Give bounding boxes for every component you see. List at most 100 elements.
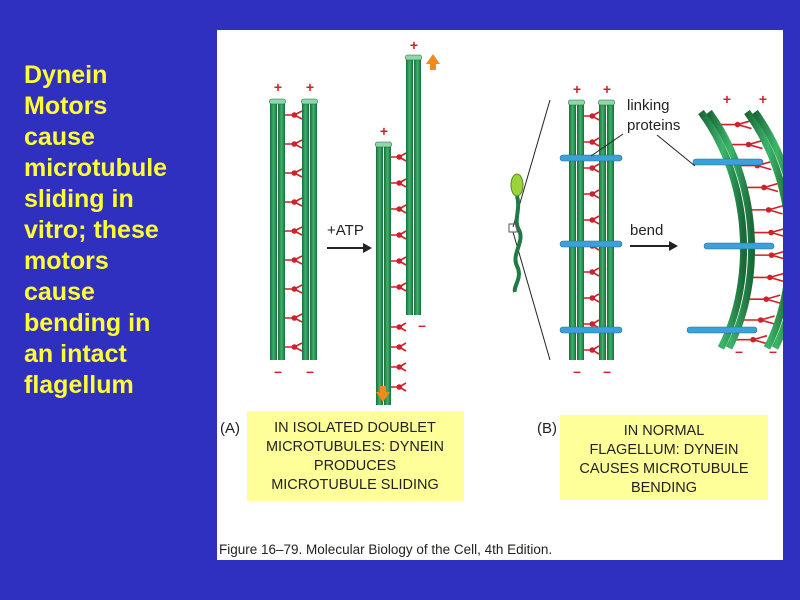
bend-label: bend (630, 222, 663, 239)
dynein-head (768, 229, 774, 236)
minus-sign: – (306, 363, 314, 379)
dynein-figure: ++––++––++––++–– +ATP bend linking prote… (219, 37, 783, 557)
bend-arrow-icon (630, 241, 678, 251)
panel-a-caption-box (247, 411, 464, 501)
dynein-head (589, 295, 596, 301)
dynein-head (589, 217, 596, 223)
slid-doublet-high-cap (405, 54, 422, 61)
flagellum-doublet-1-cap (568, 99, 585, 106)
plus-sign: + (759, 91, 767, 107)
minus-sign: – (735, 343, 743, 359)
flagellum-doublet-1-b (577, 103, 584, 360)
dynein-head (396, 258, 403, 264)
minus-sign: – (274, 363, 282, 379)
plus-sign: + (573, 81, 581, 97)
dynein-head (396, 232, 403, 238)
plus-sign: + (410, 37, 418, 53)
dynein-head (396, 384, 403, 390)
slid-doublet-low-b (384, 145, 391, 405)
panel-b-caption-line2: FLAGELLUM: DYNEIN (589, 442, 738, 458)
dynein-head (396, 364, 403, 370)
dynein-head (291, 199, 298, 205)
dynein-head (291, 170, 298, 176)
slide-text-line: vitro; these (24, 216, 159, 244)
plus-sign: + (603, 81, 611, 97)
panel-b-caption-line4: BENDING (631, 480, 697, 496)
linking-pointer-left (590, 133, 624, 157)
slide-text-line: Dynein (24, 61, 108, 89)
left-doublet-1-cap (269, 98, 286, 105)
dynein-head (757, 317, 764, 323)
sperm-cell-icon (508, 173, 524, 293)
linking-protein (703, 242, 775, 250)
slide-text-line: bending in (24, 309, 151, 337)
panel-b-caption-box (560, 415, 768, 500)
dynein-head (765, 207, 772, 213)
panel-a-letter: (A) (220, 420, 240, 437)
dynein-head (291, 344, 298, 350)
dynein-head (291, 141, 298, 147)
dynein-head (396, 180, 403, 186)
linking-protein (686, 326, 758, 334)
linking-protein (692, 158, 764, 166)
dynein-head (589, 321, 596, 327)
dynein-head (768, 252, 775, 258)
dynein-head (396, 284, 403, 290)
dynein-head (589, 347, 596, 353)
slid-doublet-high-a (406, 58, 413, 315)
slide-text-line: motors (24, 247, 109, 275)
left-doublet-2-b (310, 102, 317, 360)
dynein-head (396, 154, 403, 160)
dynein-head (291, 112, 298, 118)
orange-down-arrow-icon (376, 386, 390, 402)
dynein-head (589, 165, 596, 171)
dynein-head (763, 296, 770, 302)
dynein-head (291, 228, 298, 234)
minus-sign: – (769, 343, 777, 359)
dynein-head (589, 191, 596, 197)
minus-sign: – (573, 363, 581, 379)
dynein-head (291, 315, 298, 321)
figure-credit: Figure 16–79. Molecular Biology of the C… (219, 542, 552, 557)
plus-sign: + (380, 123, 388, 139)
dynein-head (745, 141, 752, 148)
slide-text-line: microtubule (24, 154, 168, 182)
left-doublet-1-b (278, 102, 285, 360)
panel-a-caption-line2: MICROTUBULES: DYNEIN (266, 439, 444, 455)
plus-sign: + (274, 79, 282, 95)
dynein-head (589, 269, 596, 275)
minus-sign: – (418, 317, 426, 333)
panel-a-caption-line1: IN ISOLATED DOUBLET (274, 420, 436, 436)
dynein-head (291, 257, 298, 263)
flagellum-doublet-2-cap (598, 99, 615, 106)
atp-label: +ATP (327, 222, 364, 239)
slide-text-line: Motors (24, 92, 108, 120)
bent-doublet-inner-a (698, 109, 748, 350)
left-doublet-2-a (302, 102, 309, 360)
dynein-head (589, 113, 596, 119)
dynein-head (396, 206, 403, 212)
dynein-head (589, 139, 596, 145)
slid-doublet-low-a (376, 145, 383, 405)
slide-text-line: cause (24, 278, 95, 306)
panel-b-caption-line3: CAUSES MICROTUBULE (579, 461, 749, 477)
linking-proteins-label-line2: proteins (627, 117, 680, 134)
dynein-head (750, 336, 756, 343)
flagellum-doublet-2-b (607, 103, 614, 360)
dynein-head (396, 324, 403, 330)
slid-doublet-high-b (414, 58, 421, 315)
dynein-head (734, 121, 741, 128)
bent-doublet-inner-b (706, 109, 756, 350)
minus-sign: – (603, 363, 611, 379)
flagellum-doublet-1-a (569, 103, 576, 360)
panel-b-letter: (B) (537, 420, 557, 437)
left-doublet-1-a (270, 102, 277, 360)
slide-text-line: cause (24, 123, 95, 151)
dynein-head (761, 184, 767, 191)
panel-b-caption-line1: IN NORMAL (624, 423, 705, 439)
atp-arrow-icon (327, 243, 372, 253)
plus-sign: + (306, 79, 314, 95)
linking-protein (559, 240, 623, 248)
dynein-head (396, 344, 403, 350)
slide-text-line: sliding in (24, 185, 134, 213)
